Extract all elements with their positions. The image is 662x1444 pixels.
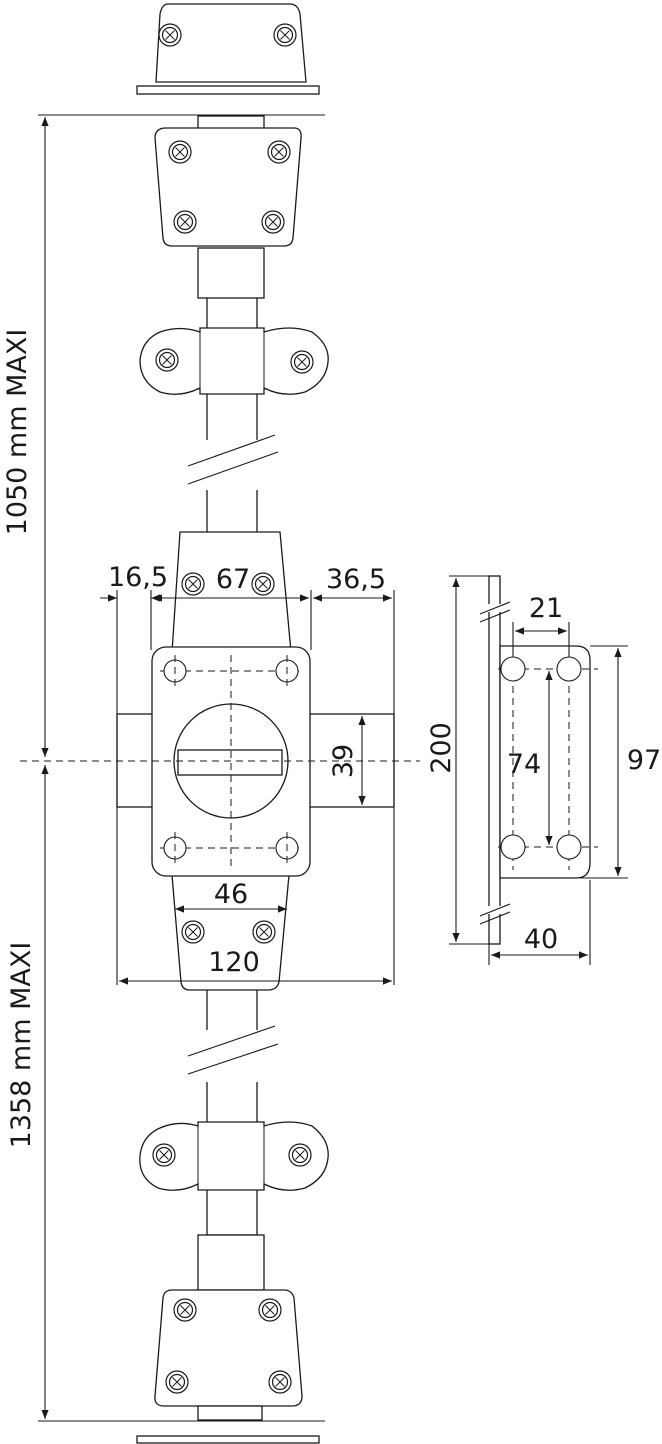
screw-icon bbox=[290, 350, 314, 374]
rod-tip-bottom bbox=[197, 1405, 263, 1421]
top-end-keeper bbox=[136, 3, 320, 95]
hole-icon bbox=[163, 655, 187, 687]
upper-break-symbol bbox=[187, 434, 279, 490]
dim-total-width: 120 bbox=[208, 947, 260, 978]
upper-rod-guide bbox=[139, 327, 329, 395]
screw-icon bbox=[181, 920, 205, 944]
screw-icon bbox=[165, 1370, 189, 1394]
dim-left-offset: 16,5 bbox=[108, 562, 168, 593]
hole-icon bbox=[275, 832, 299, 864]
lower-guide-box bbox=[154, 1289, 303, 1407]
dimension-labels: 1050 mm MAXI 1358 mm MAXI 16,5 67 36,5 3… bbox=[2, 329, 661, 1149]
screw-icon bbox=[273, 23, 297, 47]
left-bolt bbox=[116, 713, 158, 808]
screw-icon bbox=[252, 920, 276, 944]
hole-icon bbox=[275, 655, 299, 687]
dim-upper-rod-length: 1050 mm MAXI bbox=[2, 329, 33, 536]
screw-icon bbox=[261, 210, 285, 234]
keeper-bar bbox=[488, 575, 501, 945]
dim-right-offset: 36,5 bbox=[326, 564, 386, 595]
cylinder-slot bbox=[177, 749, 283, 776]
hole-icon bbox=[556, 834, 582, 860]
screw-icon bbox=[288, 1143, 312, 1167]
screw-icon bbox=[155, 348, 179, 372]
screw-icon bbox=[168, 140, 192, 164]
dim-lower-rod-length: 1358 mm MAXI bbox=[6, 942, 37, 1149]
keeper-plate bbox=[499, 645, 591, 879]
hole-icon bbox=[556, 656, 582, 682]
lower-rod-guide bbox=[139, 1121, 329, 1191]
screw-icon bbox=[158, 23, 182, 47]
screw-icon bbox=[152, 1143, 176, 1167]
floor-plate bbox=[136, 1435, 320, 1444]
dim-center-width: 67 bbox=[216, 564, 250, 595]
screw-icon bbox=[268, 1370, 292, 1394]
hole-icon bbox=[500, 656, 526, 682]
keeper bbox=[479, 575, 598, 945]
dim-keeper-hole-spacing-v: 74 bbox=[507, 749, 541, 780]
dim-keeper-plate-height: 97 bbox=[627, 745, 661, 776]
dimension-lines bbox=[20, 114, 628, 1422]
hole-icon bbox=[163, 832, 187, 864]
dim-keeper-hole-spacing-h: 21 bbox=[529, 593, 563, 624]
upper-guide-box bbox=[154, 127, 302, 247]
dim-lower-screw-spacing: 46 bbox=[214, 879, 248, 910]
screw-icon bbox=[267, 140, 291, 164]
dim-bolt-height: 39 bbox=[328, 744, 359, 778]
screw-icon bbox=[181, 572, 205, 596]
screw-icon bbox=[251, 572, 275, 596]
lock-body bbox=[116, 531, 395, 991]
lower-break-symbol bbox=[187, 1025, 279, 1082]
screw-icon bbox=[258, 1298, 282, 1322]
dim-keeper-height: 200 bbox=[426, 722, 457, 774]
screw-icon bbox=[173, 1298, 197, 1322]
screw-icon bbox=[173, 210, 197, 234]
dim-keeper-width: 40 bbox=[524, 924, 558, 955]
hole-icon bbox=[500, 834, 526, 860]
